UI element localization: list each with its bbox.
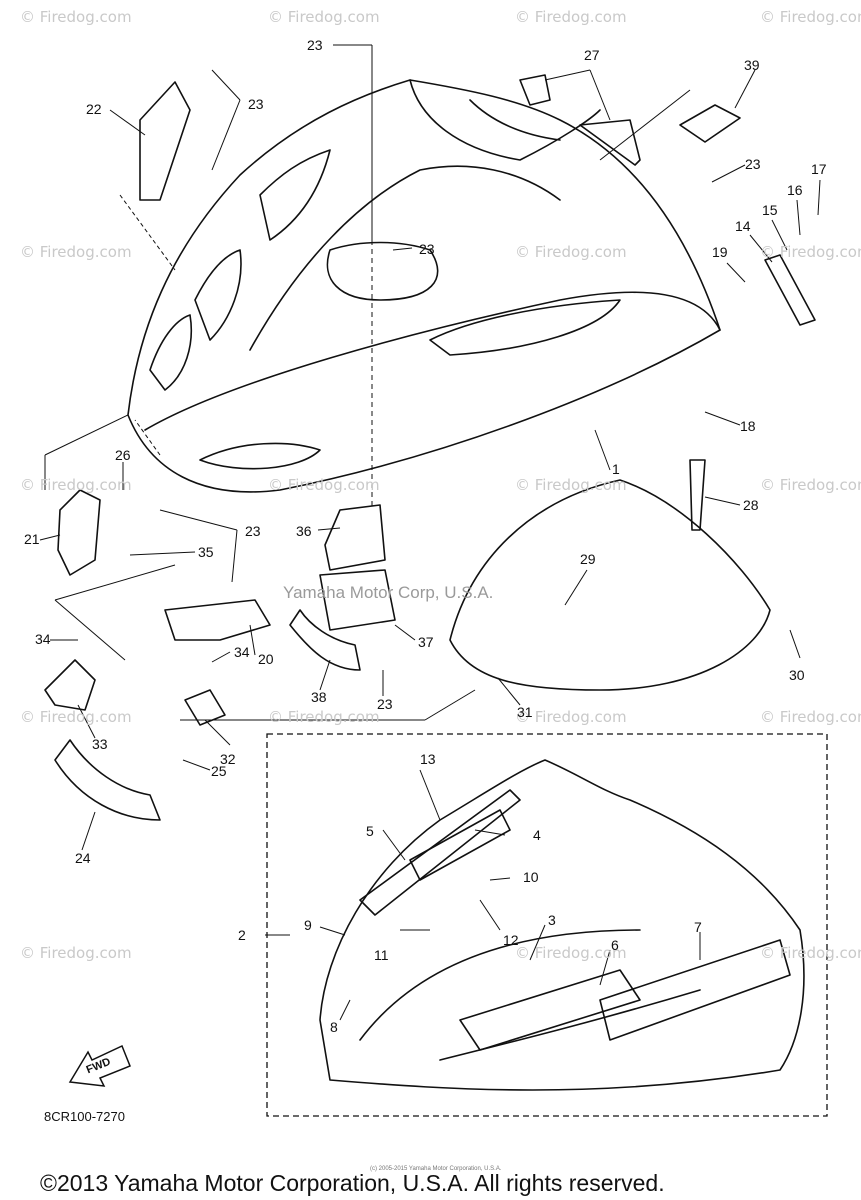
watermark: © Firedog.com xyxy=(515,708,627,726)
part-label-13: 13 xyxy=(420,751,436,767)
watermark: © Firedog.com xyxy=(760,476,861,494)
watermark: © Firedog.com xyxy=(20,476,132,494)
part-label-1: 1 xyxy=(612,461,620,477)
part-label-23: 23 xyxy=(307,37,323,53)
part-label-34: 34 xyxy=(234,644,250,660)
small-copyright: (c) 2005-2015 Yamaha Motor Corporation, … xyxy=(370,1166,502,1172)
copyright-notice: ©2013 Yamaha Motor Corporation, U.S.A. A… xyxy=(40,1170,665,1196)
part-label-3: 3 xyxy=(548,912,556,928)
watermark: © Firedog.com xyxy=(268,708,380,726)
part-label-22: 22 xyxy=(86,101,102,117)
part-label-18: 18 xyxy=(740,418,756,434)
part-label-39: 39 xyxy=(744,57,760,73)
part-label-23: 23 xyxy=(377,696,393,712)
watermark: © Firedog.com xyxy=(515,8,627,26)
part-label-30: 30 xyxy=(789,667,805,683)
hood-outline xyxy=(127,79,721,493)
part-label-23: 23 xyxy=(248,96,264,112)
part-label-12: 12 xyxy=(503,932,519,948)
fwd-arrow-icon xyxy=(68,1044,131,1087)
part-label-23: 23 xyxy=(745,156,761,172)
part-label-37: 37 xyxy=(418,634,434,650)
part-label-25: 25 xyxy=(211,763,227,779)
part-label-20: 20 xyxy=(258,651,274,667)
watermark: © Firedog.com xyxy=(20,944,132,962)
watermark: © Firedog.com xyxy=(515,476,627,494)
part-label-26: 26 xyxy=(115,447,131,463)
part-label-23: 23 xyxy=(419,241,435,257)
part-label-24: 24 xyxy=(75,850,91,866)
part-label-36: 36 xyxy=(296,523,312,539)
part-label-35: 35 xyxy=(198,544,214,560)
graphics-kit-box xyxy=(266,733,828,1117)
watermark: © Firedog.com xyxy=(268,476,380,494)
part-label-19: 19 xyxy=(712,244,728,260)
part-label-32: 32 xyxy=(220,751,236,767)
part-label-16: 16 xyxy=(787,182,803,198)
part-label-34: 34 xyxy=(35,631,51,647)
watermark: © Firedog.com xyxy=(760,243,861,261)
watermark: © Firedog.com xyxy=(20,708,132,726)
watermark: © Firedog.com xyxy=(760,8,861,26)
part-label-14: 14 xyxy=(735,218,751,234)
watermark: © Firedog.com xyxy=(20,8,132,26)
part-label-5: 5 xyxy=(366,823,374,839)
diagram-code: 8CR100-7270 xyxy=(44,1109,125,1124)
watermark: © Firedog.com xyxy=(515,243,627,261)
center-watermark: Yamaha Motor Corp, U.S.A. xyxy=(283,583,494,602)
part-label-9: 9 xyxy=(304,917,312,933)
part-label-4: 4 xyxy=(533,827,541,843)
part-label-38: 38 xyxy=(311,689,327,705)
part-label-7: 7 xyxy=(694,919,702,935)
part-label-17: 17 xyxy=(811,161,827,177)
part-label-6: 6 xyxy=(611,937,619,953)
part-label-21: 21 xyxy=(24,531,40,547)
part-label-10: 10 xyxy=(523,869,539,885)
part-label-23: 23 xyxy=(245,523,261,539)
part-label-15: 15 xyxy=(762,202,778,218)
part-label-28: 28 xyxy=(743,497,759,513)
watermark: © Firedog.com xyxy=(760,944,861,962)
part-label-31: 31 xyxy=(517,704,533,720)
part-label-27: 27 xyxy=(584,47,600,63)
graphics-hood-outline xyxy=(319,759,805,1091)
part-label-29: 29 xyxy=(580,551,596,567)
watermark: © Firedog.com xyxy=(515,944,627,962)
part-label-2: 2 xyxy=(238,927,246,943)
watermark: © Firedog.com xyxy=(268,8,380,26)
watermark: © Firedog.com xyxy=(20,243,132,261)
part-label-8: 8 xyxy=(330,1019,338,1035)
part-label-11: 11 xyxy=(374,947,389,963)
part-label-33: 33 xyxy=(92,736,108,752)
watermark: © Firedog.com xyxy=(760,708,861,726)
